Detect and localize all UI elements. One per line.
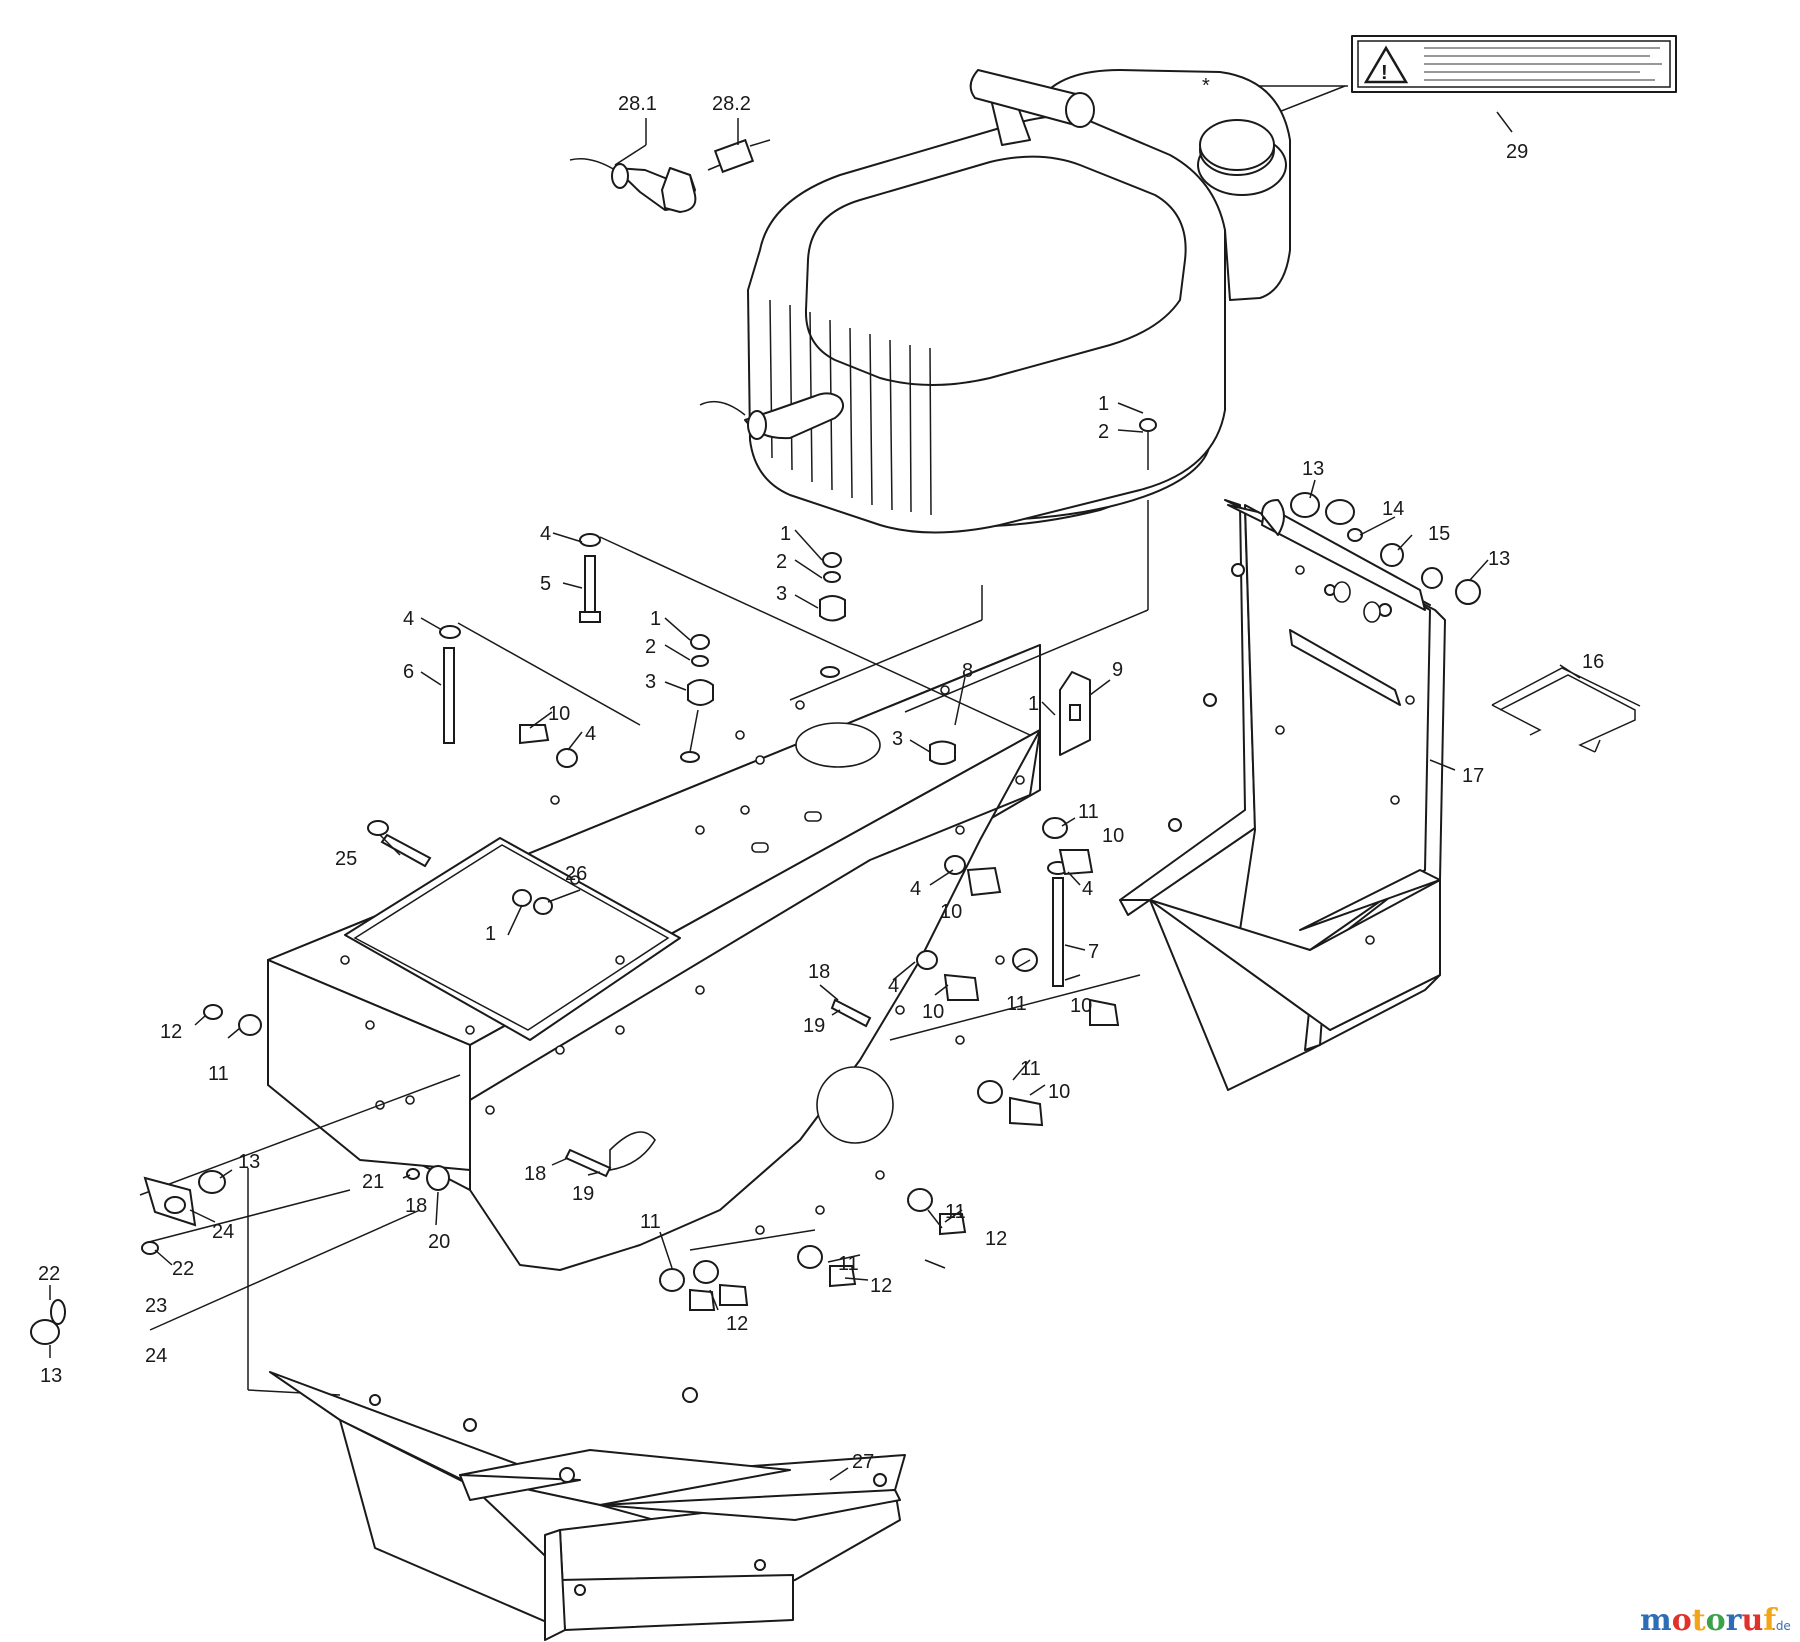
callout-11: 11 [1078,801,1099,823]
assembly-lines [139,500,1149,1396]
callout-10: 10 [1070,995,1092,1017]
warning-triangle-icon [1363,45,1409,84]
callout-3: 3 [776,583,787,605]
callout-20: 20 [428,1231,450,1253]
callout-13: 13 [1488,548,1510,570]
callout-4: 4 [585,723,596,745]
callout-10: 10 [922,1001,944,1023]
lower-guard-part [269,1371,906,1641]
callout-19: 19 [572,1183,594,1205]
callout-19: 19 [803,1015,825,1037]
engine-part [699,69,1291,534]
callout-28-2: 28.2 [712,93,751,115]
callout-14: 14 [1382,498,1404,520]
callout-star: * [1202,75,1210,97]
callout-11: 11 [945,1201,966,1223]
callout-8: 8 [962,660,973,682]
callout-15: 15 [1428,523,1450,545]
callout-1: 1 [650,608,661,630]
svg-text:!: ! [1381,62,1388,84]
callout-labels: 28.1 28.2 29 * 1 2 13 14 15 13 16 17 4 5… [38,75,1604,1473]
callout-9: 9 [1112,659,1123,681]
callout-12: 12 [870,1275,892,1297]
callout-17: 17 [1462,765,1484,787]
callout-18: 18 [405,1195,427,1217]
callout-2: 2 [1098,421,1109,443]
callout-5: 5 [540,573,551,595]
callout-4: 4 [888,975,899,997]
callout-4: 4 [1082,878,1093,900]
callout-11: 11 [1020,1058,1041,1080]
callout-1: 1 [1098,393,1109,415]
callout-4: 4 [403,608,414,630]
callout-13: 13 [40,1365,62,1387]
callout-1: 1 [1028,693,1039,715]
callout-1: 1 [485,923,496,945]
callout-25: 25 [335,848,357,870]
callout-11: 11 [838,1253,859,1275]
motoruf-logo: motoruf .de [1640,1603,1791,1638]
callout-12: 12 [160,1021,182,1043]
callout-2: 2 [645,636,656,658]
spark-plug-part [707,138,771,174]
callout-10: 10 [548,703,570,725]
callout-4: 4 [540,523,551,545]
callout-26: 26 [565,863,587,885]
callout-leaders [49,118,1581,1481]
callout-27: 27 [852,1451,874,1473]
callout-3: 3 [892,728,903,750]
callout-11: 11 [640,1211,661,1233]
callout-18: 18 [524,1163,546,1185]
callout-10: 10 [1048,1081,1070,1103]
callout-24: 24 [212,1221,234,1243]
frame-part [267,644,1091,1271]
callout-23: 23 [145,1295,167,1317]
callout-18: 18 [808,961,830,983]
callout-10: 10 [940,901,962,923]
callout-24: 24 [145,1345,167,1367]
callout-16: 16 [1582,651,1604,673]
callout-7: 7 [1088,941,1099,963]
callout-12: 12 [985,1228,1007,1250]
callout-22: 22 [38,1263,60,1285]
callout-11: 11 [208,1063,229,1085]
callout-12: 12 [726,1313,748,1335]
handle-part [1491,667,1641,753]
svg-text:motoruf: motoruf [1640,1603,1778,1638]
hardware-parts [30,418,1481,1345]
callout-13: 13 [238,1151,260,1173]
callout-3: 3 [645,671,656,693]
svg-text:.de: .de [1772,1619,1791,1633]
callout-10: 10 [1102,825,1124,847]
callout-21: 21 [362,1171,384,1193]
callout-6: 6 [403,661,414,683]
callout-29: 29 [1506,141,1528,163]
footrest-bracket-part [1119,499,1446,1091]
callout-11: 11 [1006,993,1027,1015]
warning-label-part: ! [1235,35,1677,133]
spark-plug-cap-part [569,158,697,213]
callout-22: 22 [172,1258,194,1280]
callout-2: 2 [776,551,787,573]
callout-1: 1 [780,523,791,545]
callout-13: 13 [1302,458,1324,480]
callout-4: 4 [910,878,921,900]
callout-28-1: 28.1 [618,93,657,115]
